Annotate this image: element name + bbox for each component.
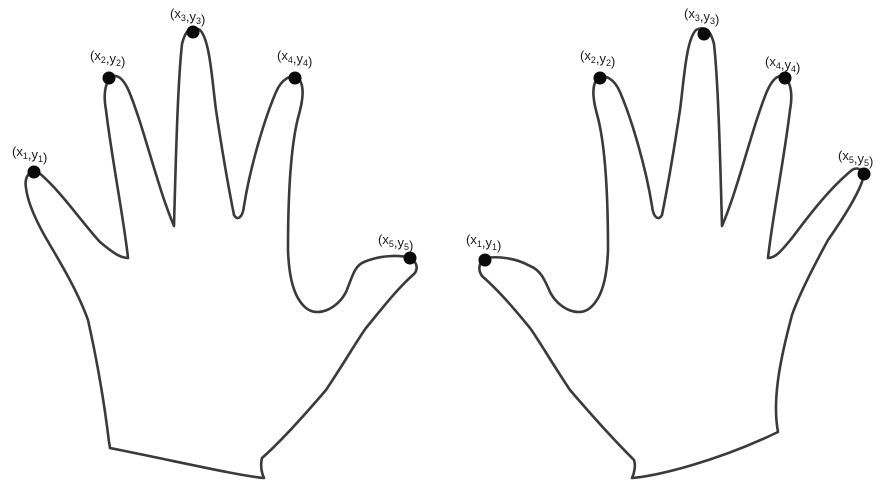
left-hand-labels: (x1,y1) (x2,y2) (x3,y3) (x4,y4) (x5,y5) — [12, 6, 413, 253]
left-fingertip-1 — [28, 166, 41, 179]
right-point-label-3: (x3,y3) — [684, 6, 719, 27]
right-fingertip-3 — [698, 28, 711, 41]
left-fingertip-3 — [187, 26, 200, 39]
left-fingertip-5 — [404, 252, 417, 265]
left-point-label-4: (x4,y4) — [277, 48, 312, 69]
left-point-label-3: (x3,y3) — [170, 6, 205, 27]
right-point-label-2: (x2,y2) — [580, 48, 615, 69]
left-point-label-2: (x2,y2) — [90, 48, 125, 69]
left-point-label-1: (x1,y1) — [12, 144, 47, 165]
right-point-label-5: (x5,y5) — [838, 148, 873, 169]
right-hand-outline — [479, 28, 863, 478]
right-fingertip-4 — [779, 72, 792, 85]
right-fingertip-1 — [479, 254, 492, 267]
right-fingertip-5 — [858, 168, 871, 181]
right-point-label-1: (x1,y1) — [466, 232, 501, 253]
right-point-label-4: (x4,y4) — [765, 54, 800, 75]
right-hand-labels: (x1,y1) (x2,y2) (x3,y3) (x4,y4) (x5,y5) — [466, 6, 873, 253]
right-hand: (x1,y1) (x2,y2) (x3,y3) (x4,y4) (x5,y5) — [466, 6, 873, 478]
left-fingertip-2 — [103, 72, 116, 85]
left-point-label-5: (x5,y5) — [378, 232, 413, 253]
right-fingertip-2 — [594, 72, 607, 85]
left-hand-outline — [26, 28, 417, 478]
left-fingertip-4 — [289, 72, 302, 85]
left-hand: (x1,y1) (x2,y2) (x3,y3) (x4,y4) (x5,y5) — [12, 6, 417, 478]
